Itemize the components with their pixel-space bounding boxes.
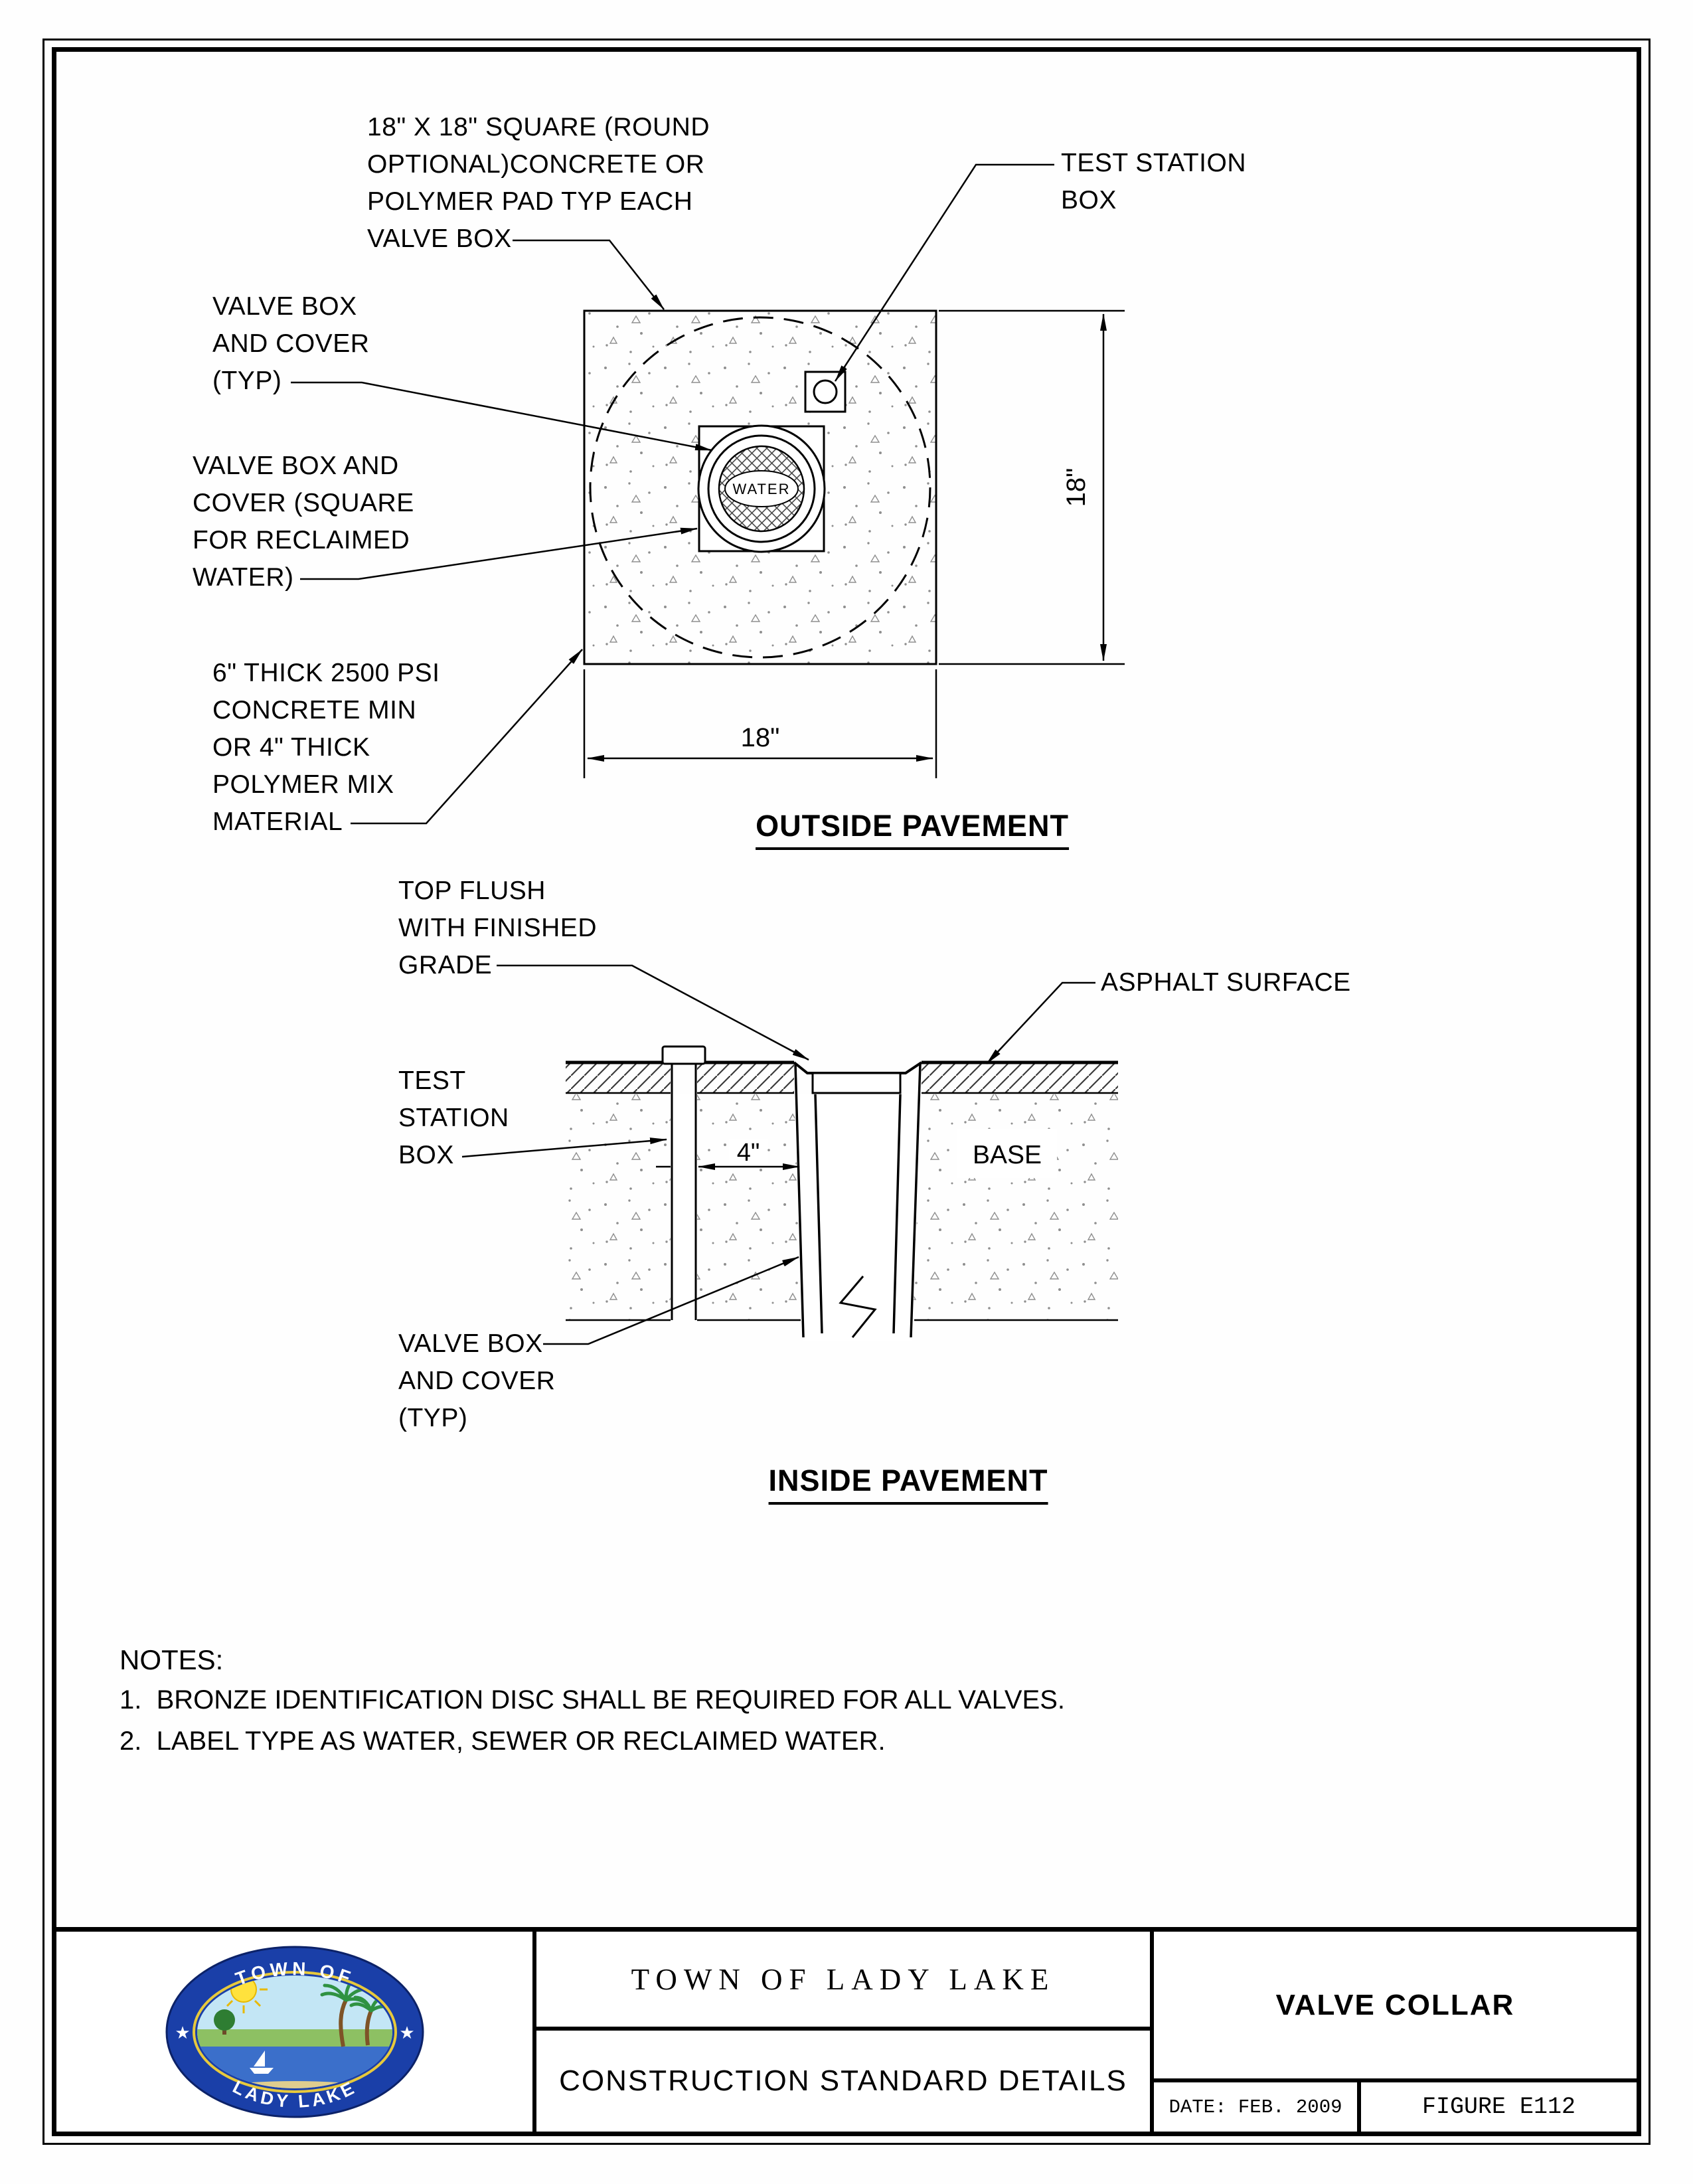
test-station-circle (813, 379, 838, 404)
asphalt-layer (566, 1063, 671, 1093)
land-strip (197, 2029, 392, 2048)
valve-box-typ-label: VALVE BOX AND COVER (TYP) (212, 292, 370, 395)
logo-cell: ★ ★ TOWN OF LADY LAKE (56, 1932, 532, 2132)
title-block-right: VALVE COLLAR DATE: FEB. 2009 FIGURE E112 (1150, 1932, 1637, 2132)
section-linework (566, 1045, 1118, 1338)
title-block-center: TOWN OF LADY LAKE CONSTRUCTION STANDARD … (532, 1932, 1150, 2132)
break-symbol (839, 1276, 877, 1338)
plan-view-drawing: WATER (583, 309, 937, 665)
star-icon: ★ (399, 2023, 414, 2043)
agency-title: TOWN OF LADY LAKE (536, 1932, 1150, 2031)
test-station-cap (661, 1045, 706, 1065)
date-field: DATE: FEB. 2009 (1154, 2082, 1361, 2132)
top-flush-label: TOP FLUSH WITH FINISHED GRADE (398, 877, 597, 979)
town-seal-logo: ★ ★ TOWN OF LADY LAKE (165, 1946, 424, 2118)
valve-cover-lid (811, 1072, 902, 1094)
sheet-title: VALVE COLLAR (1154, 1932, 1637, 2082)
outside-pavement-title: OUTSIDE PAVEMENT (756, 809, 1069, 850)
star-icon: ★ (175, 2023, 190, 2043)
title-block-meta: DATE: FEB. 2009 FIGURE E112 (1154, 2082, 1637, 2132)
base-label: BASE (973, 1141, 1042, 1169)
tree-icon (213, 2009, 235, 2031)
palm-trunks (338, 1999, 373, 2047)
round-pad-option-dashed-circle (589, 316, 931, 659)
concrete-note-label: 6" THICK 2500 PSI CONCRETE MIN OR 4" THI… (212, 659, 440, 836)
height-dimension-18: 18" (1062, 468, 1091, 507)
plan-dimensions (583, 309, 1125, 778)
figure-number: FIGURE E112 (1421, 2094, 1576, 2120)
water-label: WATER (733, 481, 791, 497)
note-item-2: 2. LABEL TYPE AS WATER, SEWER OR RECLAIM… (120, 1726, 886, 1756)
valve-box-reclaimed-label: VALVE BOX AND COVER (SQUARE FOR RECLAIME… (193, 452, 414, 592)
boat-hull (249, 2067, 274, 2074)
test-station-pipe-mask (671, 1094, 697, 1320)
section-view-drawing: 4" BASE (461, 964, 1118, 1345)
asphalt-surface-label: ASPHALT SURFACE (1101, 968, 1351, 997)
base-label-clearing (957, 1129, 1057, 1178)
pad-note-label: 18" X 18" SQUARE (ROUND OPTIONAL)CONCRET… (367, 113, 710, 253)
asphalt-layer (922, 1063, 1118, 1093)
note-item-1: 1. BRONZE IDENTIFICATION DISC SHALL BE R… (120, 1685, 1066, 1715)
valve-box-label-section: VALVE BOX AND COVER (TYP) (398, 1329, 556, 1432)
valve-cover-plate (724, 470, 799, 507)
valve-box-body-mask (794, 1094, 922, 1341)
test-station-label-plan: TEST STATION BOX (1061, 149, 1247, 214)
title-block: ★ ★ TOWN OF LADY LAKE TOWN OF LADY LAKE … (56, 1927, 1637, 2132)
series-title: CONSTRUCTION STANDARD DETAILS (559, 2064, 1127, 2097)
sheet-border-outer (42, 39, 1651, 2145)
logo-gold-ring (192, 1970, 397, 2093)
inside-pavement-title: INSIDE PAVEMENT (768, 1464, 1048, 1505)
sailboat-icon (253, 2050, 265, 2066)
sheet-border-inner (52, 47, 1641, 2136)
notes-heading: NOTES: (120, 1644, 224, 1675)
width-dimension-18: 18" (741, 723, 780, 752)
gap-dimension-4: 4" (737, 1139, 760, 1167)
asphalt-layer (697, 1063, 794, 1093)
section-leader-lines (461, 964, 1095, 1345)
plan-leader-lines (291, 163, 1054, 825)
test-station-label-section: TEST STATION BOX (398, 1066, 509, 1169)
